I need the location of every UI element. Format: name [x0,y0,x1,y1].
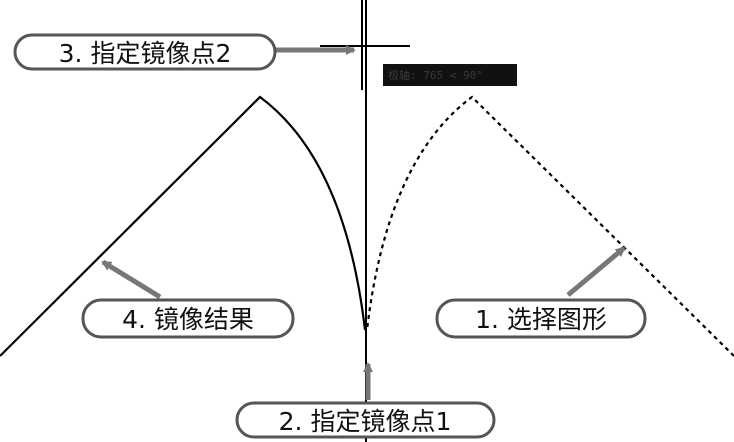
callout-step1-label: 1. 选择图形 [475,305,607,334]
callout-step1: 1. 选择图形 [435,298,647,339]
mirrored-shape [0,95,367,357]
arrow-step1 [566,246,626,297]
original-shape [365,95,734,357]
cursor-tooltip: 极轴: 765 < 90° [383,64,517,86]
arrow-step4 [101,259,162,300]
callout-step3: 3. 指定镜像点2 [13,33,277,71]
callout-step4-label: 4. 镜像结果 [122,305,254,334]
callout-step3-label: 3. 指定镜像点2 [59,39,232,68]
callout-step2-label: 2. 指定镜像点1 [279,407,452,436]
callout-step4: 4. 镜像结果 [81,298,295,339]
cursor-tooltip-text: 极轴: 765 < 90° [388,68,483,82]
callout-step2: 2. 指定镜像点1 [235,401,496,439]
crosshair-cursor-icon [320,0,410,90]
